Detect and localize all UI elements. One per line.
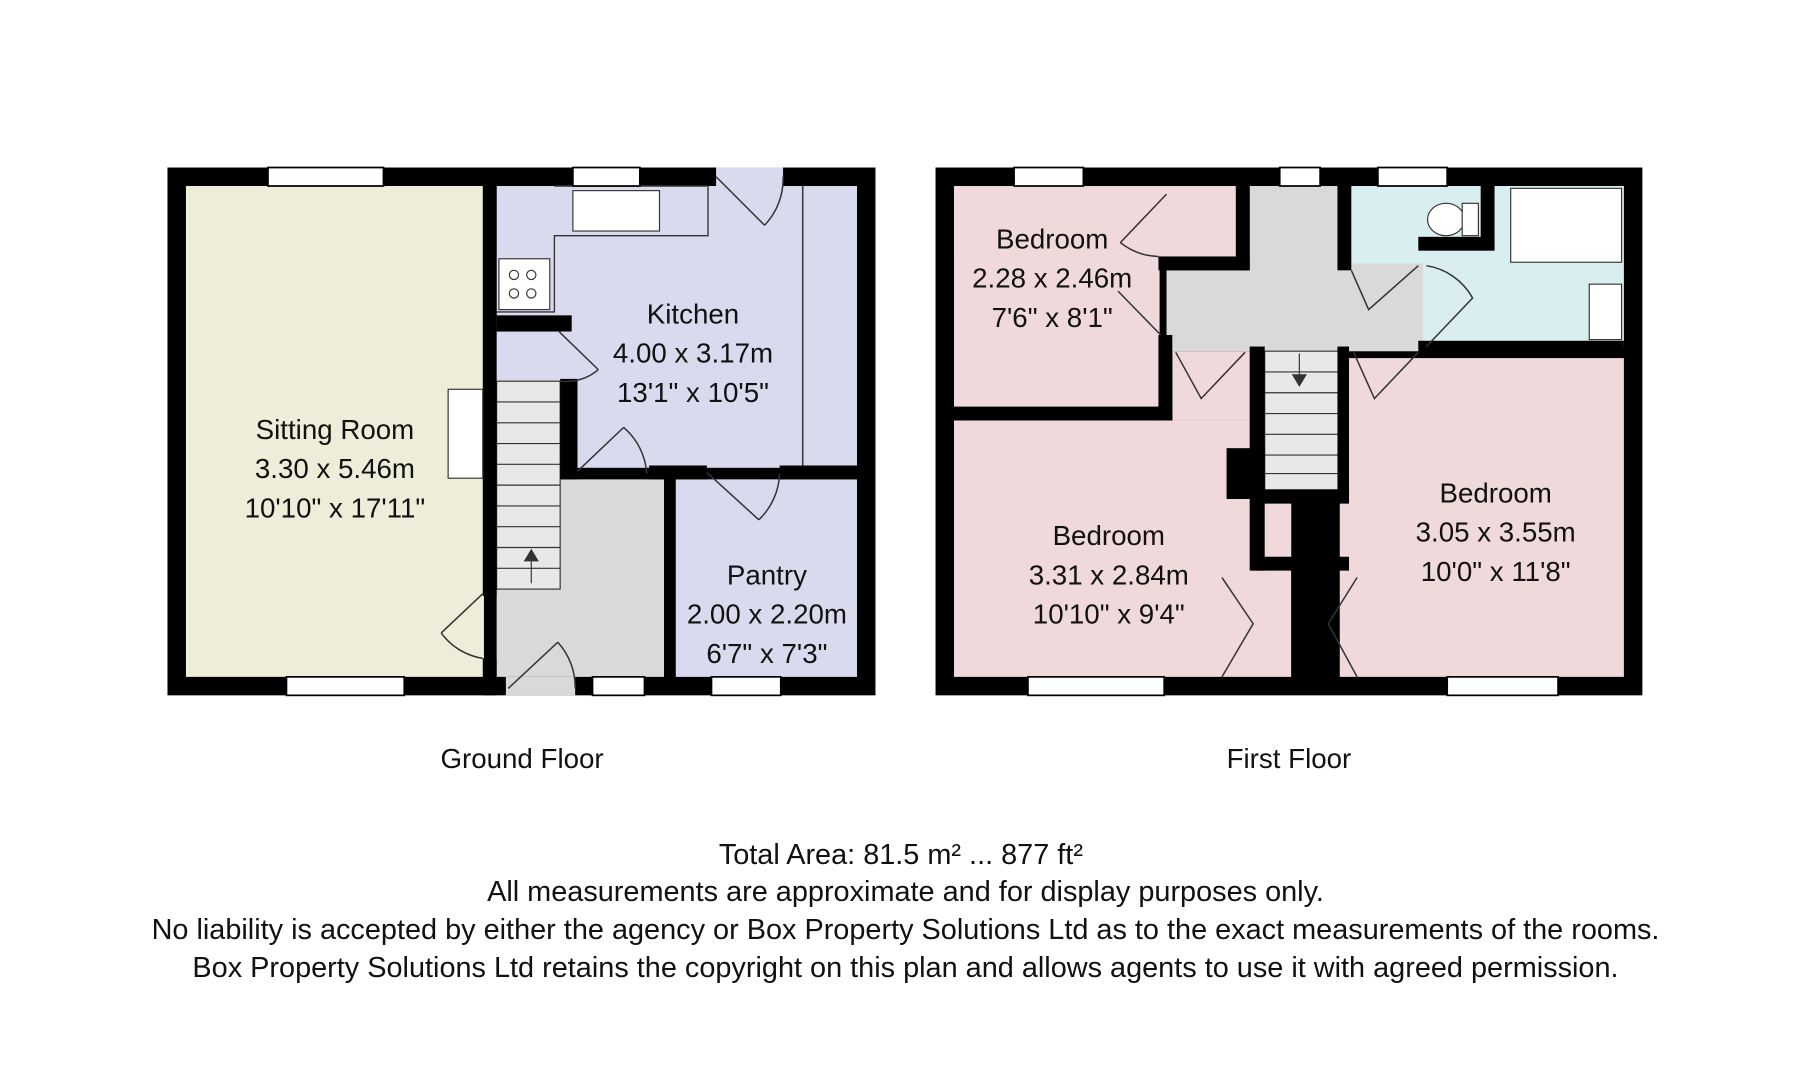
bedroom-3-metric: 3.05 x 3.55m [1416,517,1576,548]
bedroom-3-name: Bedroom [1439,477,1551,508]
disclaimer-line-3: Box Property Solutions Ltd retains the c… [192,952,1618,984]
disclaimer-line-1: All measurements are approximate and for… [487,876,1324,908]
bedroom-2-name: Bedroom [1053,520,1165,551]
total-area: Total Area: 81.5 m² ... 877 ft² [719,839,1084,871]
first-floor-label: First Floor [1227,743,1352,774]
bedroom-2-imperial: 10'10" x 9'4" [1033,599,1185,630]
sitting-room-imperial: 10'10" x 17'11" [245,492,426,523]
bedroom-1-imperial: 7'6" x 8'1" [992,302,1113,333]
footer-notes: Total Area: 81.5 m² ... 877 ft² All meas… [152,839,1660,984]
first-floor-plan: Bedroom 2.28 x 2.46m 7'6" x 8'1" Bedroom… [935,166,1643,774]
kitchen-metric: 4.00 x 3.17m [613,338,773,369]
fireplace [447,388,484,479]
kitchen-imperial: 13'1" x 10'5" [617,377,769,408]
bedroom-3-imperial: 10'0" x 11'8" [1421,556,1571,587]
hob [498,258,551,311]
disclaimer-line-2: No liability is accepted by either the a… [152,914,1660,946]
kitchen-name: Kitchen [647,298,739,329]
ground-floor-label: Ground Floor [440,743,603,774]
sitting-room-area [185,186,484,677]
bedroom-2-metric: 3.31 x 2.84m [1029,559,1189,590]
bedroom-1-name: Bedroom [996,223,1108,254]
shower-tray [1510,187,1623,263]
sitting-room-metric: 3.30 x 5.46m [255,453,415,484]
ground-floor-plan: Sitting Room 3.30 x 5.46m 10'10" x 17'11… [167,166,876,774]
pantry-metric: 2.00 x 2.20m [687,599,847,630]
sink [572,190,661,232]
pantry-name: Pantry [727,559,807,590]
pantry-imperial: 6'7" x 7'3" [706,638,827,669]
small-bedroom-area [954,186,1160,408]
bedroom-1-metric: 2.28 x 2.46m [972,263,1132,294]
bedroom-3-area [1339,358,1624,677]
toilet [1426,202,1466,237]
sitting-room-name: Sitting Room [256,414,415,445]
wash-basin [1588,283,1623,341]
